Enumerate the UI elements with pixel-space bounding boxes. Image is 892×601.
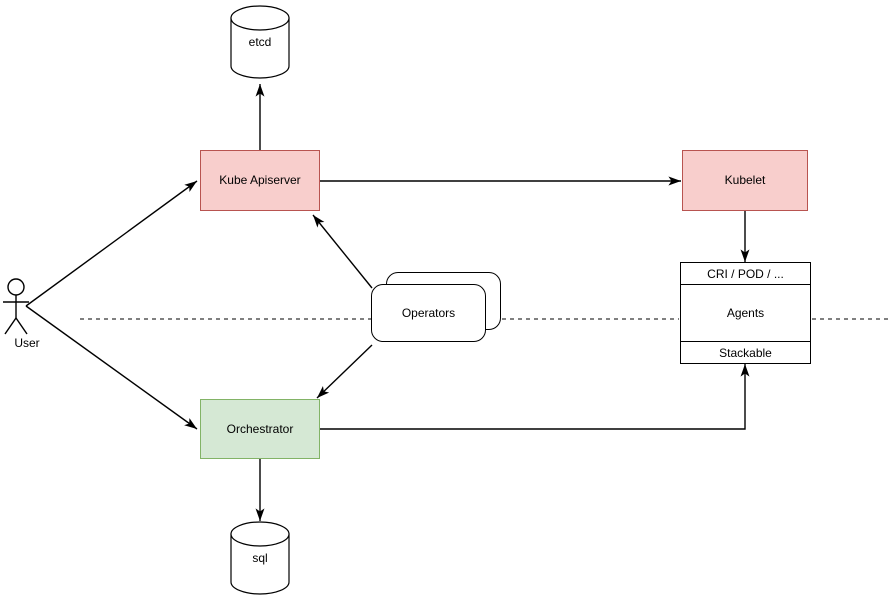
node-kubelet-label: Kubelet <box>724 173 766 187</box>
node-operators-front-card: Operators <box>371 284 486 342</box>
node-agents-footer: Stackable <box>681 341 810 363</box>
cylinder-icon <box>230 521 290 595</box>
node-user[interactable]: User <box>2 278 52 354</box>
node-sql-label: sql <box>252 551 268 565</box>
node-agents-body: Agents <box>681 285 810 341</box>
node-kubelet[interactable]: Kubelet <box>682 150 808 211</box>
cylinder-icon <box>230 5 290 79</box>
edge-operators-to-orchestrator <box>316 344 373 399</box>
node-agents-header: CRI / POD / ... <box>681 263 810 285</box>
node-sql[interactable]: sql <box>230 521 290 595</box>
node-orchestrator-label: Orchestrator <box>226 421 294 436</box>
node-etcd-label: etcd <box>248 35 272 49</box>
node-agents-header-label: CRI / POD / ... <box>707 266 784 281</box>
node-kube-apiserver[interactable]: Kube Apiserver <box>200 150 320 211</box>
node-agents-footer-label: Stackable <box>719 345 772 360</box>
node-orchestrator[interactable]: Orchestrator <box>200 399 320 459</box>
edge-orchestrator-to-stackable <box>320 364 750 430</box>
node-kube-apiserver-label: Kube Apiserver <box>219 173 301 187</box>
node-agents-body-label: Agents <box>726 306 765 320</box>
node-agents[interactable]: CRI / POD / ... Agents Stackable <box>680 262 811 364</box>
node-operators[interactable]: Operators <box>371 272 501 342</box>
edge-operators-to-apiserver <box>312 214 373 289</box>
edge-user-to-orchestrator <box>25 305 198 430</box>
node-user-label: User <box>14 336 40 350</box>
node-operators-label: Operators <box>401 306 456 320</box>
node-etcd[interactable]: etcd <box>230 5 290 79</box>
actor-icon <box>3 278 29 335</box>
edge-user-to-apiserver <box>25 180 198 307</box>
